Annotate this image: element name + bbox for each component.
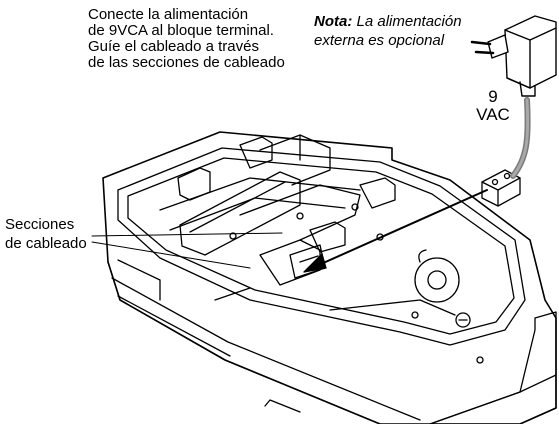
note-line-1: La alimentación [352, 13, 462, 30]
mounting-bracket [177, 134, 396, 286]
instruction-line-1: Conecte la alimentación [88, 6, 249, 23]
power-adapter [470, 15, 557, 97]
instruction-line-3: Guíe el cableado a través [88, 38, 259, 55]
voltage-label: 9 VAC [468, 88, 518, 124]
wiring-label-line-2: de cableado [5, 235, 87, 252]
voltage-number: 9 [488, 87, 498, 106]
instruction-line-4: de las secciones de cableado [88, 54, 285, 71]
instruction-text: Conecte la alimentación de 9VCA al bloqu… [88, 6, 285, 71]
terminal-block [481, 169, 521, 207]
instruction-line-2: de 9VCA al bloque terminal. [88, 22, 274, 39]
note-line-2: externa es opcional [314, 32, 445, 49]
note-text: Nota: La alimentación externa es opciona… [314, 12, 462, 50]
wiring-label-line-1: Secciones [5, 216, 75, 233]
note-prefix: Nota: [314, 13, 353, 30]
panel-base [102, 131, 557, 424]
power-cable-highlight [511, 98, 530, 178]
wiring-sections-label: Secciones de cableado [5, 215, 87, 253]
wiring-arrow [303, 189, 488, 273]
voltage-unit: VAC [476, 105, 510, 124]
wiring-leaders [91, 232, 283, 269]
